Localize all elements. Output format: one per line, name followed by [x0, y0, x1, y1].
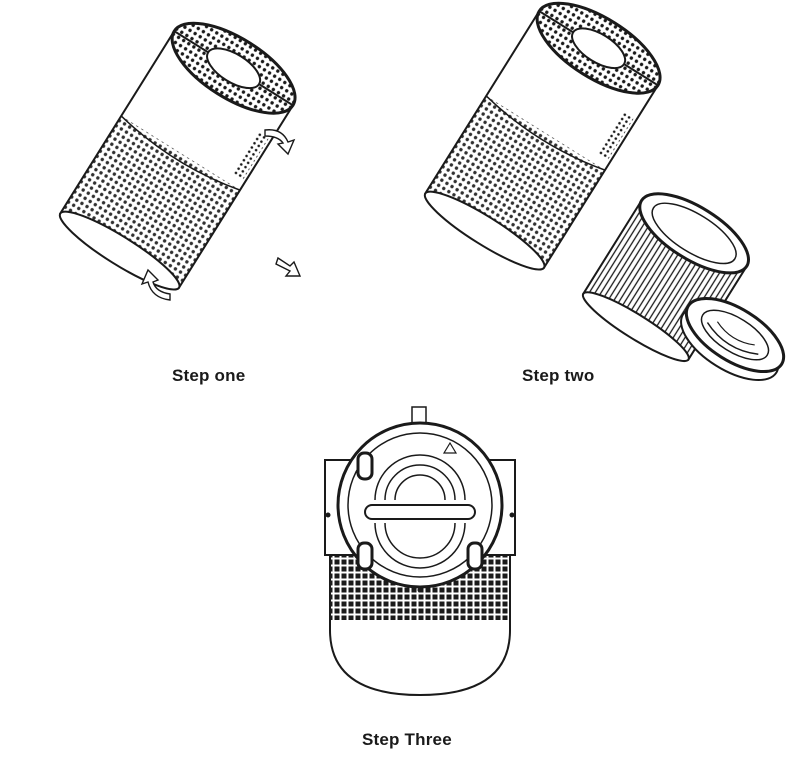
step-two-illustration — [385, 1, 800, 395]
step-three-caption: Step Three — [362, 730, 452, 749]
step-one-illustration — [20, 21, 320, 310]
step-three-illustration — [320, 405, 520, 705]
step-one-caption: Step one — [172, 366, 246, 385]
step-two-caption: Step two — [522, 366, 595, 385]
